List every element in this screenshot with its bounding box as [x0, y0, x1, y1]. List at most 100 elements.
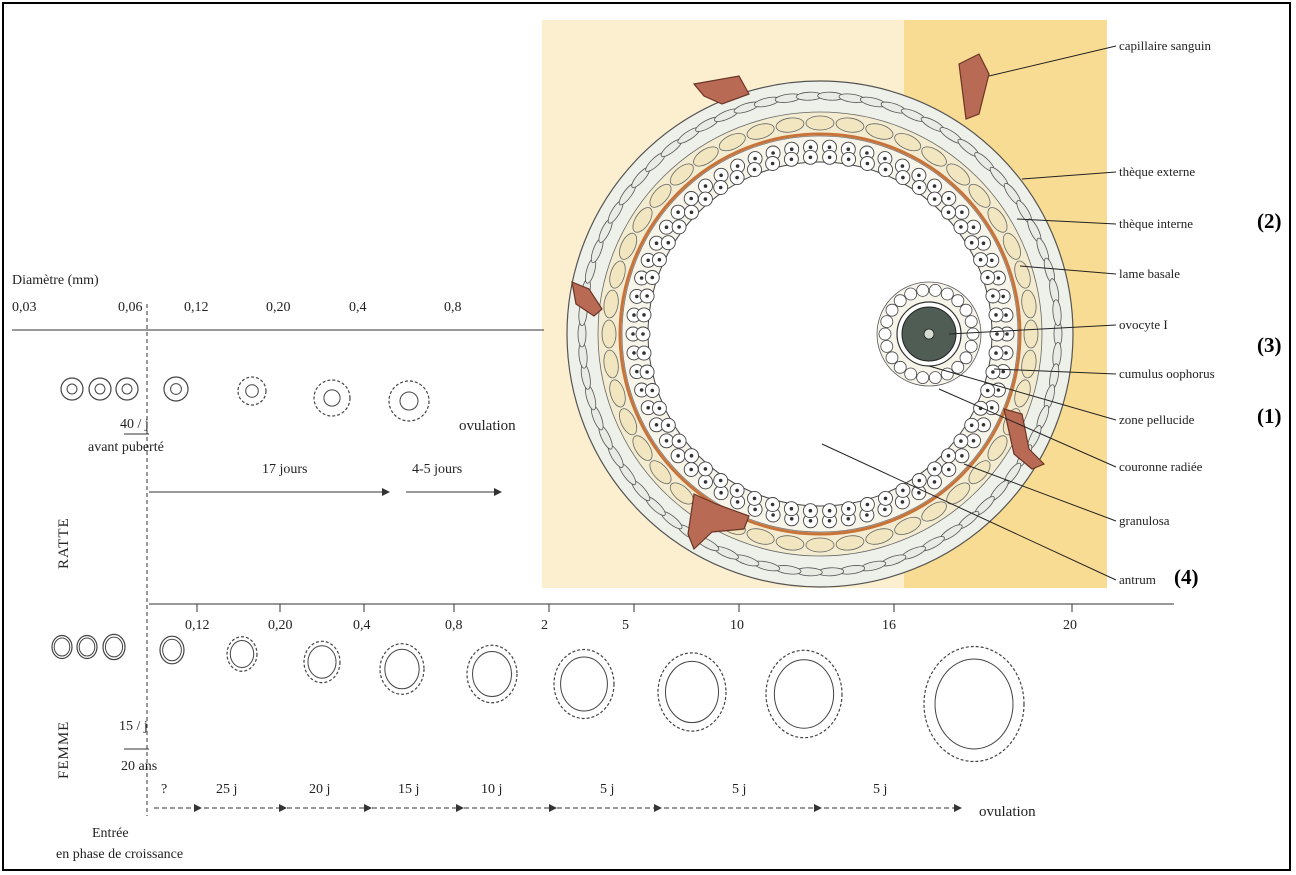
granulosa-nucleus [718, 185, 723, 190]
granulosa-nucleus [946, 210, 951, 215]
theca-interna-cell [921, 146, 947, 167]
corona-radiata-cell [966, 327, 980, 341]
theca-interna-cell [968, 183, 991, 208]
theca-interna-cell [1023, 319, 1039, 349]
granulosa-nucleus [735, 500, 740, 504]
granulosa-nucleus [631, 332, 635, 336]
granulosa-nucleus [846, 506, 851, 511]
capillary [692, 75, 750, 105]
theca-interna-cell [601, 319, 617, 349]
granulosa-nucleus [960, 210, 964, 214]
woman-duration-5: 5 j [600, 782, 615, 797]
granulosa-nucleus [901, 488, 905, 493]
granulosa-nucleus [827, 508, 832, 513]
woman-follicle-stage [657, 652, 727, 732]
annotation-number-2: (2) [1257, 209, 1282, 233]
rat-duration-1: 17 jours [262, 462, 308, 477]
corona-radiata-cell [964, 339, 978, 353]
woman-side-label: FEMME [56, 720, 72, 779]
theca-interna-cell [693, 146, 719, 167]
granulosa-nucleus [1004, 351, 1008, 355]
granulosa-nucleus [689, 453, 694, 458]
corona-radiata-cell [880, 339, 894, 353]
granulosa-nucleus [676, 454, 680, 458]
capillary [687, 493, 750, 551]
granulosa-nucleus [703, 480, 708, 484]
leader-line [963, 463, 1117, 522]
theca-interna-cell [894, 133, 922, 152]
granulosa-nucleus [883, 507, 887, 512]
granulosa-nucleus [789, 506, 794, 511]
granulosa-nucleus [901, 175, 905, 180]
theca-interna-cell [1014, 260, 1031, 289]
rat-follicle-stage [88, 377, 112, 401]
corona-radiata-cell [885, 303, 899, 317]
granulosa-nucleus [664, 225, 669, 229]
woman-diameter-8: 20 [1063, 618, 1077, 633]
granulosa-nucleus [645, 370, 649, 374]
rat-side-label: RATTE [56, 517, 72, 569]
granulosa-nucleus [654, 241, 659, 245]
granulosa-nucleus [689, 196, 693, 201]
granulosa-nucleus [900, 164, 905, 168]
theca-interna-cell [609, 260, 626, 289]
woman-ovulation: ovulation [979, 804, 1036, 820]
granulosa-nucleus [981, 241, 986, 245]
granulosa-nucleus [996, 276, 1001, 280]
theca-interna-cell [946, 482, 971, 505]
granulosa-nucleus [703, 184, 708, 188]
granulosa-nucleus [932, 480, 937, 484]
granulosa-nucleus [664, 439, 669, 443]
granulosa-nucleus [917, 490, 921, 495]
granulosa-nucleus [994, 351, 998, 355]
granulosa-nucleus [719, 490, 723, 495]
granulosa-nucleus [650, 388, 655, 393]
woman-follicle-stage [765, 649, 843, 739]
annotation-couronne-radiee: couronne radiée [1119, 459, 1203, 474]
theca-interna-cell [835, 117, 865, 133]
woman-follicle-inner [78, 637, 96, 657]
granulosa-nucleus [642, 313, 646, 317]
granulosa-nucleus [960, 454, 964, 458]
leader-line [1021, 171, 1117, 180]
leader-line [993, 368, 1117, 375]
corona-radiata-cell [964, 315, 978, 329]
granulosa-nucleus [846, 157, 851, 162]
diameter-axis-title: Diamètre (mm) [12, 273, 99, 288]
corona-radiata-cell [951, 360, 965, 374]
theca-interna-cell [619, 232, 638, 260]
corona-radiata-cell [940, 367, 954, 381]
corona-radiata-cell [904, 367, 918, 381]
annotation-antrum: antrum [1119, 572, 1156, 587]
granulosa-nucleus [646, 258, 650, 263]
rat-diameter-2: 0,12 [184, 300, 209, 315]
granulosa-nucleus [991, 370, 995, 374]
granulosa-nucleus [735, 175, 739, 180]
leader-line [821, 443, 1117, 581]
granulosa-nucleus [846, 517, 851, 521]
woman-follicle-inner [229, 640, 255, 668]
annotation-theque-externe: thèque externe [1119, 164, 1196, 179]
woman-diameter-6: 10 [730, 618, 744, 633]
annotation-number-3: (3) [1257, 333, 1282, 357]
corona-radiata-cell [928, 371, 942, 385]
rat-rate: 40 / j [120, 417, 149, 432]
woman-arrowhead [549, 804, 557, 812]
theca-interna-cell [835, 535, 865, 551]
granulosa-nucleus [900, 500, 905, 504]
woman-duration-7: 5 j [873, 782, 888, 797]
woman-arrowhead [654, 804, 662, 812]
granulosa-nucleus [990, 405, 994, 410]
rat-arrowhead [382, 488, 390, 496]
woman-arrowhead [954, 804, 962, 812]
theca-interna-cell [946, 163, 971, 186]
granulosa-nucleus [666, 423, 671, 428]
corona-radiata-cell [916, 283, 930, 297]
woman-diameter-4: 2 [541, 618, 548, 633]
granulosa-nucleus [996, 388, 1001, 392]
annotation-granulosa: granulosa [1119, 513, 1170, 528]
rat-follicle-inner [323, 389, 341, 407]
corona-radiata-cell [959, 303, 973, 317]
corona-radiata-cell [885, 351, 899, 365]
capillary [958, 53, 990, 120]
